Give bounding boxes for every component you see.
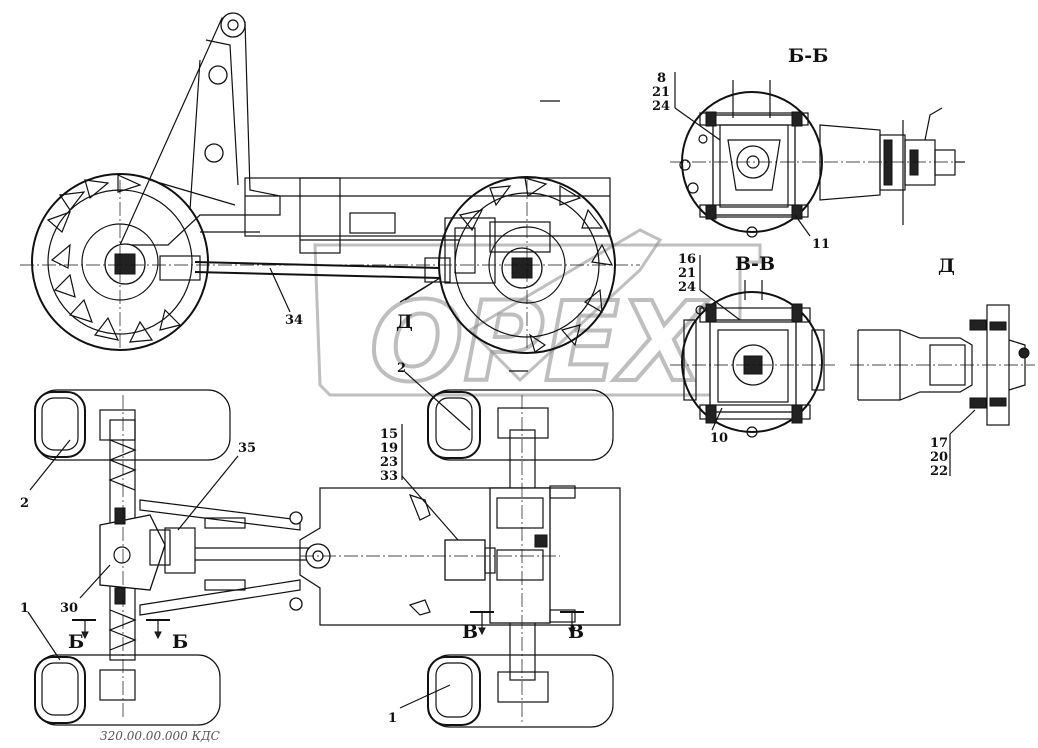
drive-shaft [159,255,451,283]
cut-bb-arrows [72,619,170,640]
left-gearbox [99,507,171,605]
cut-b-right-label: Б [172,631,188,653]
left-bottom-tire [34,654,221,726]
leader-lines [27,72,976,709]
right-top-tire [427,389,614,461]
callout-2-top: 2 [397,361,406,376]
callout-2-left: 2 [20,496,29,511]
callout-plan-3: 23 [380,455,398,470]
callout-plan-4: 33 [380,469,398,484]
callout-30: 30 [60,601,78,616]
callout-d-1: 17 [930,436,948,451]
callout-1-left: 1 [20,601,29,616]
callout-vv-1: 16 [678,252,696,267]
cut-v-right-label: В [568,621,584,643]
section-bb [670,80,965,238]
callout-bb-2: 21 [652,85,670,100]
right-bottom-tire [427,654,614,728]
side-view [20,12,640,372]
right-drive-unit [444,539,486,581]
callout-bb-1: 8 [657,71,666,86]
callout-vv-3: 24 [678,280,696,295]
drawing-code: 320.00.00.000 КДС [100,729,220,743]
cut-b-left-label: Б [68,631,84,653]
view-d-title: Д [938,255,955,277]
callout-d-2: 20 [930,450,948,465]
plan-view [34,389,621,728]
section-vv [670,280,835,438]
callout-1-bottom: 1 [388,711,397,726]
callout-11: 11 [812,237,830,252]
callout-34: 34 [285,313,303,328]
section-bb-title: Б-Б [788,45,828,67]
view-d-arrow-label: Д [396,311,413,333]
pivot-hub [220,12,246,38]
callout-vv-2: 21 [678,266,696,281]
callout-d-3: 22 [930,464,948,479]
callout-35: 35 [238,441,256,456]
section-vv-title: В-В [735,253,775,275]
cut-v-left-label: В [462,621,478,643]
callout-plan-2: 19 [380,441,398,456]
callout-bb-3: 24 [652,99,670,114]
callout-plan-1: 15 [380,427,398,442]
view-d [850,304,1035,426]
cut-vv-arrows [470,611,584,636]
frame-beam [244,177,611,237]
callout-10: 10 [710,431,728,446]
